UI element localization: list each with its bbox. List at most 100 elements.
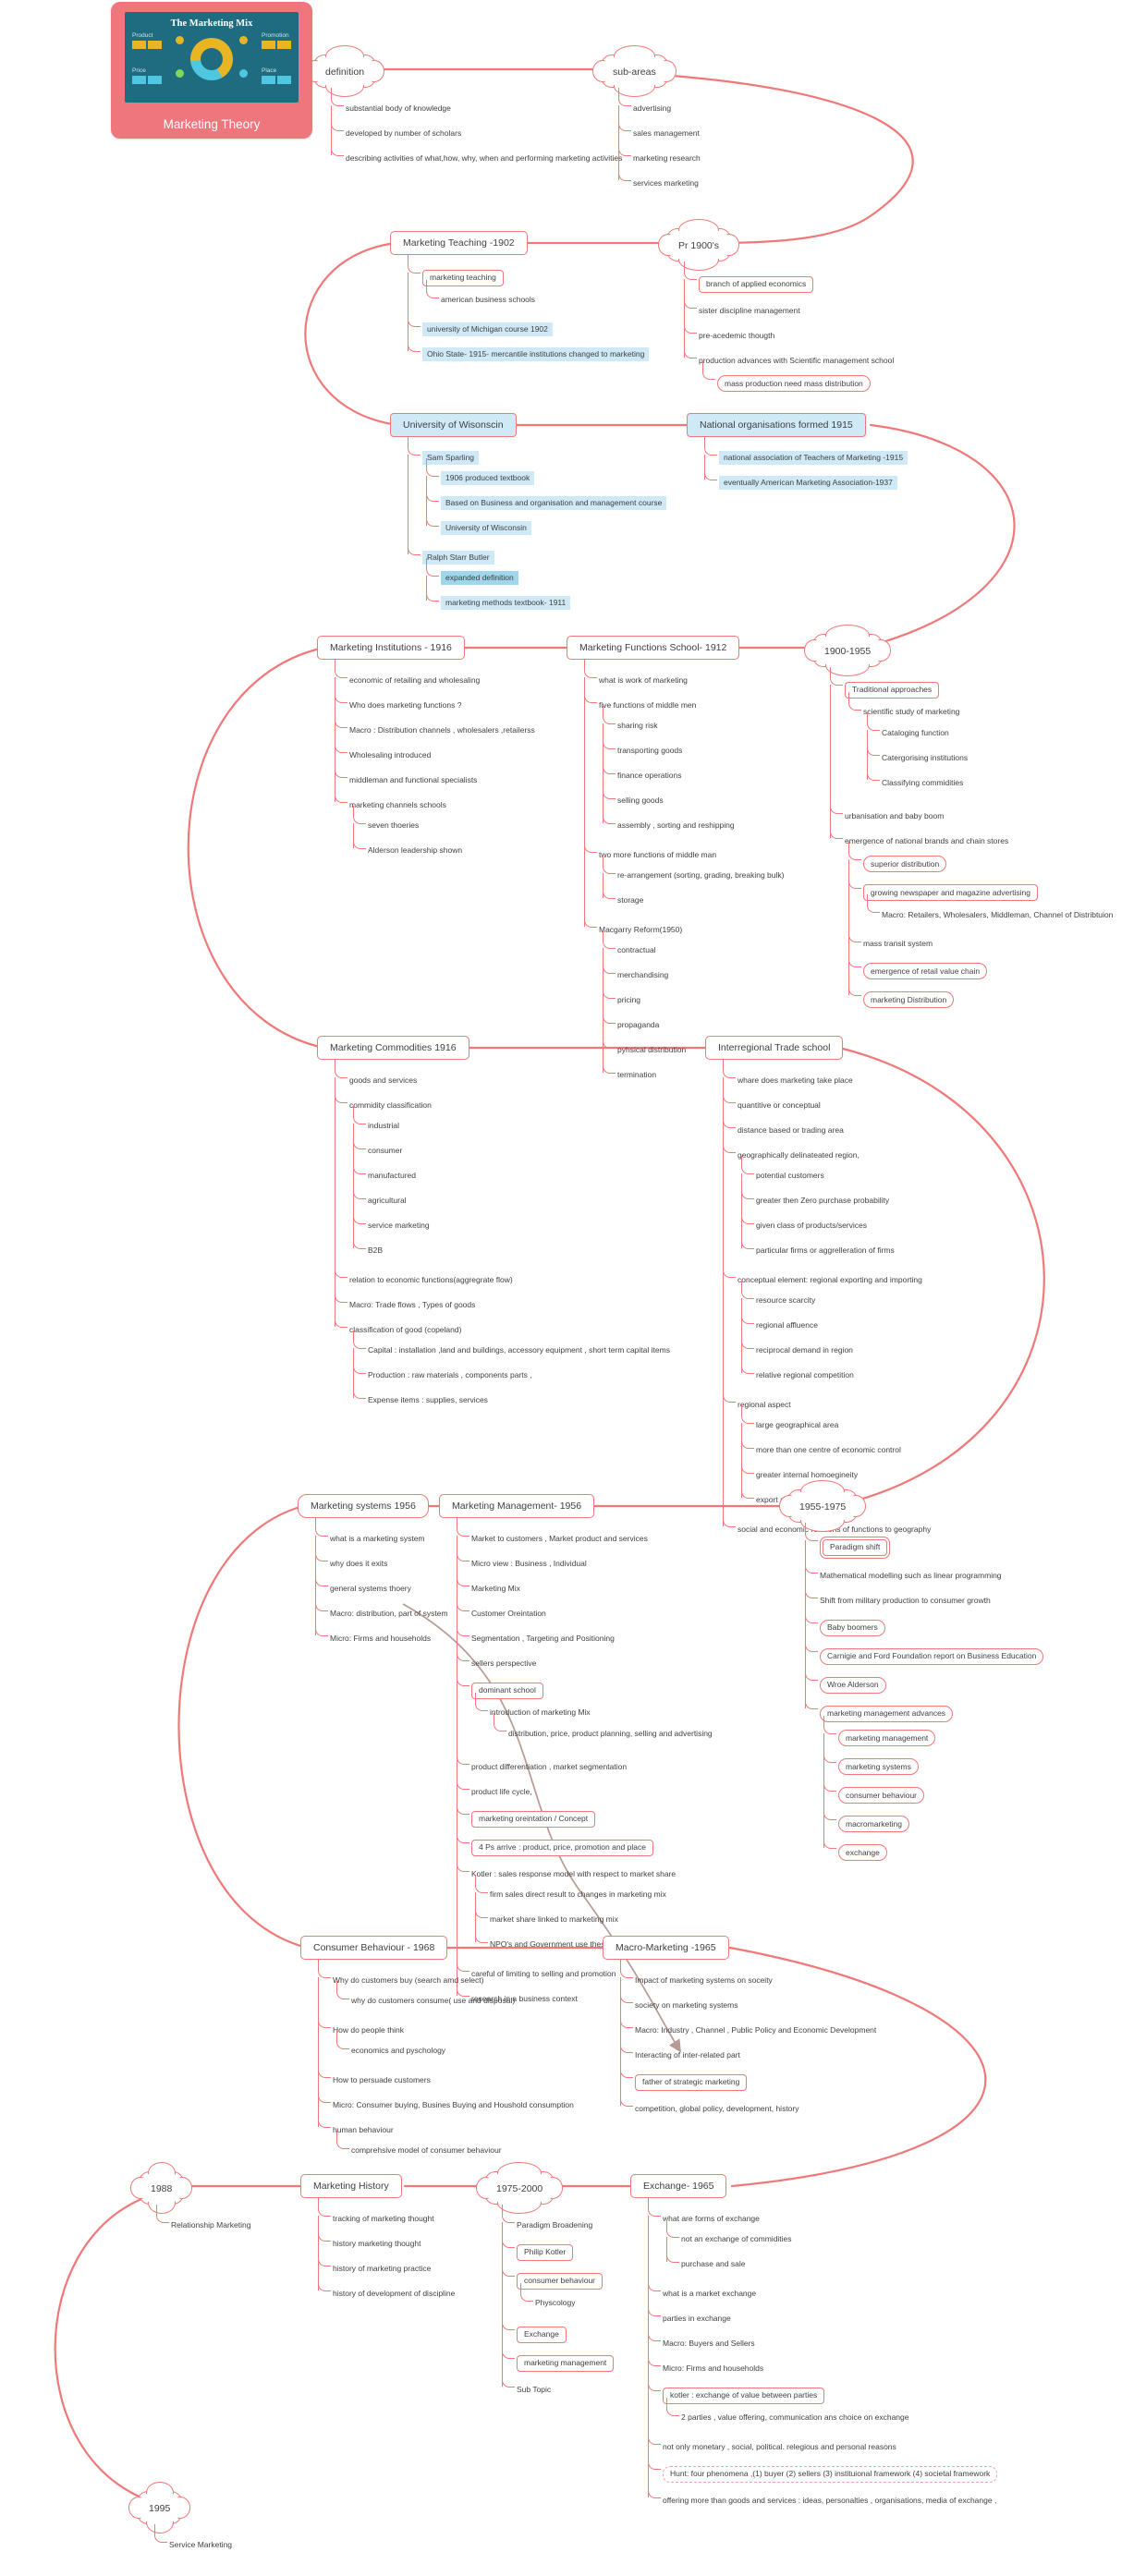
node-1900-1955[interactable]: 1900-1955 bbox=[804, 625, 892, 676]
topic-who-does-marketing-functions[interactable]: Who does marketing functions ? bbox=[349, 699, 462, 710]
topic-catergorising-institutions[interactable]: Catergorising institutions bbox=[882, 752, 969, 762]
topic-wroe-alderson[interactable]: Wroe Alderson bbox=[820, 1676, 886, 1694]
topic-marketing-management[interactable]: marketing management bbox=[838, 1730, 936, 1746]
topic-five-functions-of-middle-men[interactable]: five functions of middle men bbox=[599, 699, 697, 710]
node-university-of-wisonscin[interactable]: University of Wisonscin bbox=[390, 413, 517, 437]
topic-substantial-body-of-knowledge[interactable]: substantial body of knowledge bbox=[346, 103, 451, 113]
node-marketing-functions-school-1912[interactable]: Marketing Functions School- 1912 bbox=[567, 636, 740, 660]
topic-what-are-forms-of-exchange[interactable]: what are forms of exchange bbox=[663, 2213, 760, 2223]
topic-emergence-of-retail-value-chain[interactable]: emergence of retail value chain bbox=[863, 963, 988, 979]
topic-scientific-study-of-marketing[interactable]: scientific study of marketing bbox=[863, 707, 960, 717]
topic-macro-distribution-channels-wholesalers-re[interactable]: Macro : Distribution channels , wholesal… bbox=[349, 724, 535, 735]
topic-relationship-marketing[interactable]: Relationship Marketing bbox=[171, 2219, 251, 2230]
topic-father-of-strategic-marketing[interactable]: father of strategic marketing bbox=[635, 2073, 748, 2091]
topic-developed-by-number-of-scholars[interactable]: developed by number of scholars bbox=[346, 128, 462, 138]
topic-agricultural[interactable]: agricultural bbox=[368, 1196, 407, 1206]
topic-pricing[interactable]: pricing bbox=[617, 995, 641, 1005]
topic-consumer-behaviour[interactable]: consumer behaviour bbox=[838, 1787, 925, 1804]
topic-segmentation-targeting-and-positioning[interactable]: Segmentation , Targeting and Positioning bbox=[471, 1633, 615, 1643]
topic-market-to-customers-market-product-and-ser[interactable]: Market to customers , Market product and… bbox=[471, 1533, 648, 1543]
topic-finance-operations[interactable]: finance operations bbox=[617, 771, 682, 781]
topic-re-arrangement-sorting-grading-breaking-bu[interactable]: re-arrangement (sorting, grading, breaki… bbox=[617, 870, 785, 881]
topic-eventually-american-marketing-association-[interactable]: eventually American Marketing Associatio… bbox=[719, 475, 897, 490]
topic-impact-of-marketing-systems-on-soceity[interactable]: Impact of marketing systems on soceity bbox=[635, 1975, 773, 1985]
node-1975-2000[interactable]: 1975-2000 bbox=[476, 2162, 564, 2214]
node-marketing-commodities-1916[interactable]: Marketing Commodities 1916 bbox=[317, 1036, 469, 1060]
topic-expense-items-supplies-services[interactable]: Expense items : supplies, services bbox=[368, 1395, 488, 1405]
topic-macgarry-reform-1950[interactable]: Macgarry Reform(1950) bbox=[599, 924, 683, 934]
topic-storage[interactable]: storage bbox=[617, 895, 644, 905]
topic-macro-industry-channel-public-policy-and-e[interactable]: Macro: Industry , Channel , Public Polic… bbox=[635, 2024, 877, 2035]
topic-offering-more-than-goods-and-services-idea[interactable]: offering more than goods and services : … bbox=[663, 2495, 997, 2505]
topic-sister-discipline-management[interactable]: sister discipline management bbox=[699, 305, 800, 315]
node-national-organisations-1915[interactable]: National organisations formed 1915 bbox=[687, 413, 866, 437]
topic-university-of-michigan-course-1902[interactable]: university of Michigan course 1902 bbox=[422, 322, 553, 336]
topic-capital-installation-land-and-buildings-ac[interactable]: Capital : installation ,land and buildin… bbox=[368, 1345, 670, 1355]
topic-middleman-and-functional-specialists[interactable]: middleman and functional specialists bbox=[349, 774, 478, 784]
topic-sales-management[interactable]: sales management bbox=[633, 128, 700, 138]
topic-marketing-mix[interactable]: Marketing Mix bbox=[471, 1583, 520, 1593]
node-consumer-behaviour-1968[interactable]: Consumer Behaviour - 1968 bbox=[300, 1936, 448, 1960]
topic-wholesaling-introduced[interactable]: Wholesaling introduced bbox=[349, 749, 432, 759]
topic-micro-firms-and-households[interactable]: Micro: Firms and households bbox=[663, 2363, 764, 2373]
topic-not-only-monetary-social-political-relegio[interactable]: not only monetary , social, political. r… bbox=[663, 2441, 896, 2451]
topic-whare-does-marketing-take-place[interactable]: whare does marketing take place bbox=[738, 1075, 853, 1085]
topic-expanded-definition[interactable]: expanded definition bbox=[441, 571, 518, 586]
topic-sellers-perspective[interactable]: sellers perspective bbox=[471, 1658, 537, 1668]
topic-paradigm-broadening[interactable]: Paradigm Broadening bbox=[517, 2219, 593, 2230]
topic-urbanisation-and-baby-boom[interactable]: urbanisation and baby boom bbox=[845, 810, 945, 820]
node-marketing-management-1956[interactable]: Marketing Management- 1956 bbox=[439, 1494, 595, 1518]
topic-why-do-customers-buy-search-amd-select[interactable]: Why do customers buy (search amd select) bbox=[333, 1975, 484, 1985]
topic-seven-thoeries[interactable]: seven thoeries bbox=[368, 820, 420, 831]
topic-exchange[interactable]: exchange bbox=[838, 1844, 887, 1861]
topic-introduction-of-marketing-mix[interactable]: introduction of marketing Mix bbox=[490, 1707, 591, 1718]
topic-goods-and-services[interactable]: goods and services bbox=[349, 1075, 418, 1085]
topic-consumer-behaviour[interactable]: consumer behaviour bbox=[517, 2272, 603, 2290]
topic-general-systems-thoery[interactable]: general systems thoery bbox=[330, 1583, 411, 1593]
topic-based-on-business-and-organisation-and-man[interactable]: Based on Business and organisation and m… bbox=[441, 496, 667, 511]
node-interregional-trade-school[interactable]: Interregional Trade school bbox=[705, 1036, 844, 1060]
topic-parties-in-exchange[interactable]: parties in exchange bbox=[663, 2313, 731, 2323]
topic-mass-transit-system[interactable]: mass transit system bbox=[863, 939, 933, 949]
topic-distribution-price-product-planning-sellin[interactable]: distribution, price, product planning, s… bbox=[508, 1728, 713, 1738]
topic-exchange[interactable]: Exchange bbox=[517, 2326, 567, 2343]
topic-regional-affluence[interactable]: regional affluence bbox=[756, 1320, 818, 1331]
node-sub-areas[interactable]: sub-areas bbox=[592, 45, 677, 97]
topic-transporting-goods[interactable]: transporting goods bbox=[617, 746, 683, 756]
node-pr-1900s[interactable]: Pr 1900's bbox=[658, 219, 740, 271]
topic-production-raw-materials-components-parts[interactable]: Production : raw materials , components … bbox=[368, 1370, 532, 1380]
topic-classification-of-good-copeland[interactable]: classification of good (copeland) bbox=[349, 1324, 462, 1334]
topic-market-share-linked-to-marketing-mix[interactable]: market share linked to marketing mix bbox=[490, 1914, 618, 1925]
topic-pre-acedemic-thougth[interactable]: pre-acedemic thougth bbox=[699, 330, 775, 340]
topic-competition-global-policy-development-hist[interactable]: competition, global policy, development,… bbox=[635, 2103, 799, 2113]
topic-regional-aspect[interactable]: regional aspect bbox=[738, 1399, 791, 1409]
topic-marketing-distribution[interactable]: marketing Distribution bbox=[863, 991, 955, 1008]
topic-relation-to-economic-functions-aggregrate-[interactable]: relation to economic functions(aggregrat… bbox=[349, 1274, 513, 1284]
topic-purchase-and-sale[interactable]: purchase and sale bbox=[681, 2259, 746, 2269]
topic-particular-firms-or-aggrelleration-of-firm[interactable]: particular firms or aggrelleration of fi… bbox=[756, 1245, 895, 1256]
topic-comprehsive-model-of-consumer-behaviour[interactable]: comprehsive model of consumer behaviour bbox=[351, 2145, 502, 2156]
topic-production-advances-with-scientific-manage[interactable]: production advances with Scientific mana… bbox=[699, 355, 895, 365]
topic-alderson-leadership-shown[interactable]: Alderson leadership shown bbox=[368, 845, 463, 856]
topic-superior-distribution[interactable]: superior distribution bbox=[863, 856, 947, 872]
topic-potential-customers[interactable]: potential customers bbox=[756, 1171, 824, 1181]
topic-what-is-a-market-exchange[interactable]: what is a market exchange bbox=[663, 2288, 757, 2298]
topic-service-marketing[interactable]: Service Marketing bbox=[169, 2539, 233, 2549]
node-macro-marketing-1965[interactable]: Macro-Marketing -1965 bbox=[603, 1936, 729, 1960]
topic-macro-buyers-and-sellers[interactable]: Macro: Buyers and Sellers bbox=[663, 2338, 755, 2348]
topic-dominant-school[interactable]: dominant school bbox=[471, 1682, 543, 1699]
topic-research-in-a-business-context[interactable]: research in a business context bbox=[471, 1993, 578, 2003]
topic-what-is-work-of-marketing[interactable]: what is work of marketing bbox=[599, 674, 688, 685]
topic-micro-consumer-buying-busines-buying-and-h[interactable]: Micro: Consumer buying, Busines Buying a… bbox=[333, 2099, 574, 2109]
topic-how-to-persuade-customers[interactable]: How to persuade customers bbox=[333, 2074, 431, 2084]
topic-resource-scarcity[interactable]: resource scarcity bbox=[756, 1295, 816, 1306]
topic-reciprocal-demand-in-region[interactable]: reciprocal demand in region bbox=[756, 1345, 853, 1355]
topic-emergence-of-national-brands-and-chain-sto[interactable]: emergence of national brands and chain s… bbox=[845, 835, 1009, 845]
topic-classifying-commidities[interactable]: Classifying commidities bbox=[882, 777, 964, 787]
topic-product-life-cycle[interactable]: product life cycle, bbox=[471, 1786, 532, 1796]
root-node-marketing-theory[interactable]: The Marketing Mix Product Promotion Pric… bbox=[111, 2, 312, 139]
topic-kotler-exchange-of-value-between-parties[interactable]: kotler : exchange of value between parti… bbox=[663, 2387, 825, 2404]
topic-2-parties-value-offering-communication-ans[interactable]: 2 parties , value offering, communicatio… bbox=[681, 2412, 909, 2423]
node-exchange-1965[interactable]: Exchange- 1965 bbox=[630, 2174, 727, 2198]
topic-why-does-it-exits[interactable]: why does it exits bbox=[330, 1558, 388, 1568]
